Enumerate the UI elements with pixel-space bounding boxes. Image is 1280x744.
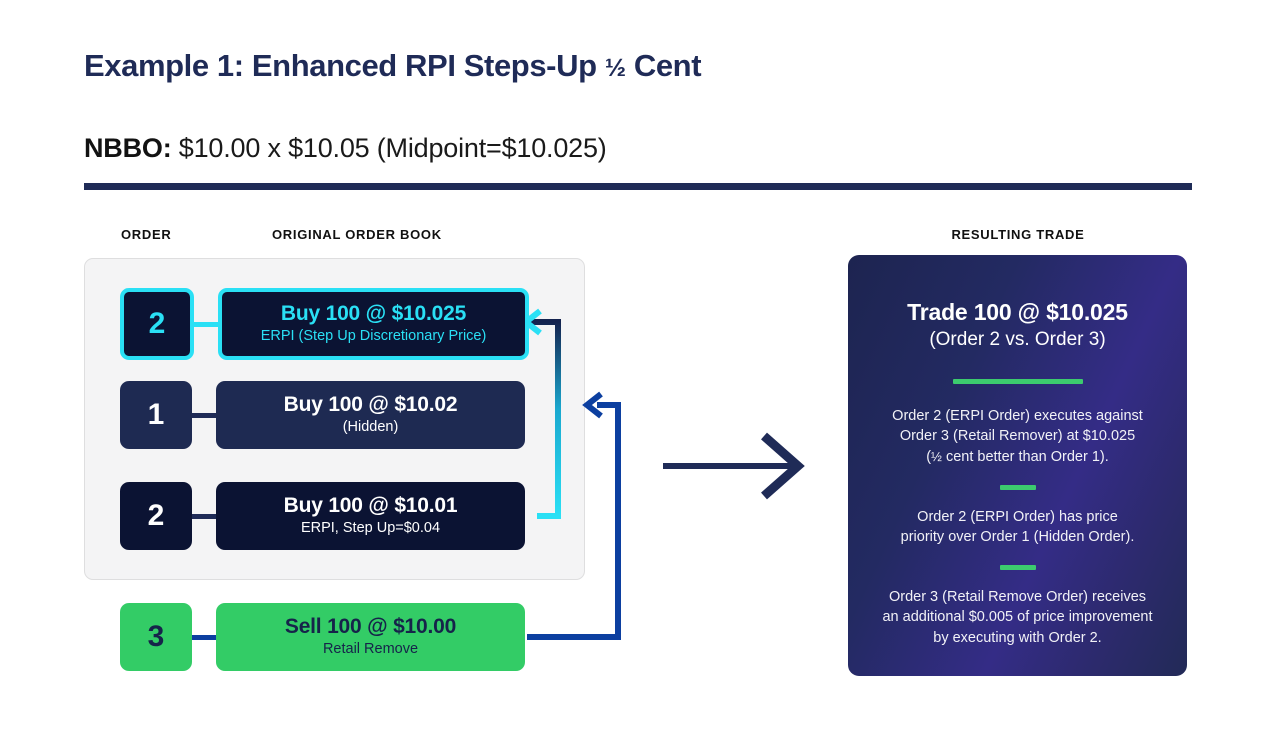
result-divider-2 [999,564,1036,570]
row-connector-stub [192,634,216,640]
column-header-order-book: ORIGINAL ORDER BOOK [272,227,442,242]
column-header-order: ORDER [121,227,172,242]
result-note-1-line-2: Order 3 (Retail Remover) at $10.025 [899,428,1136,445]
result-note-3-line-3: by executing with Order 2. [933,629,1102,646]
trade-subheadline: (Order 2 vs. Order 3) [929,329,1106,351]
nbbo-line: NBBO: $10.00 x $10.05 (Midpoint=$10.025) [84,133,607,164]
result-note-2: Order 2 (ERPI Order) has price priority … [870,507,1165,548]
note-1-prefix: ( [926,448,932,465]
order-detail-box: Buy 100 @ $10.01 ERPI, Step Up=$0.04 [216,482,525,550]
result-note-3-line-2: an additional $0.005 of price improvemen… [882,609,1153,626]
column-header-resulting-trade: RESULTING TRADE [951,227,1085,242]
result-note-3: Order 3 (Retail Remove Order) receives a… [870,587,1165,649]
result-divider-1 [999,484,1036,490]
order-sub-text: Retail Remove [322,641,419,658]
order-number-badge: 3 [120,603,192,671]
result-note-2-line-1: Order 2 (ERPI Order) has price [917,508,1118,525]
order-number-badge: 2 [120,288,194,360]
order-main-text: Buy 100 @ $10.02 [283,392,458,416]
result-note-1-line-3: (½ cent better than Order 1). [870,447,1165,468]
order-detail-box: Sell 100 @ $10.00 Retail Remove [216,603,525,671]
resulting-trade-panel: Trade 100 @ $10.025 (Order 2 vs. Order 3… [848,255,1187,676]
page-title: Example 1: Enhanced RPI Steps-Up ½ Cent [84,48,702,84]
order-detail-box: Buy 100 @ $10.02 (Hidden) [216,381,525,449]
row-connector-stub [192,513,216,519]
row-connector-stub [194,321,218,327]
page-title-suffix: Cent [625,48,702,83]
note-1-fraction: ½ [931,448,942,464]
note-1-suffix: cent better than Order 1). [941,448,1109,465]
order-main-text: Buy 100 @ $10.01 [283,493,458,517]
order-main-text: Buy 100 @ $10.025 [280,301,467,325]
order-detail-box: Buy 100 @ $10.025 ERPI (Step Up Discreti… [218,288,529,360]
result-note-2-line-2: priority over Order 1 (Hidden Order). [900,529,1135,546]
nbbo-value: $10.00 x $10.05 (Midpoint=$10.025) [171,133,607,163]
order-main-text: Sell 100 @ $10.00 [284,614,457,638]
result-note-3-line-1: Order 3 (Retail Remove Order) receives [888,588,1147,605]
order-number-badge: 1 [120,381,192,449]
trade-headline: Trade 100 @ $10.025 [907,299,1128,325]
header-divider [84,183,1192,190]
result-note-1-line-1: Order 2 (ERPI Order) executes against [892,407,1143,424]
order-sub-text: ERPI (Step Up Discretionary Price) [260,328,487,345]
order-sub-text: (Hidden) [342,419,399,436]
nbbo-label: NBBO: [84,133,172,163]
order-row-erpi-base[interactable]: 2 Buy 100 @ $10.01 ERPI, Step Up=$0.04 [120,482,525,550]
page-title-fraction: ½ [604,54,626,82]
row-connector-stub [192,412,216,418]
order-row-erpi-step-up[interactable]: 2 Buy 100 @ $10.025 ERPI (Step Up Discre… [120,288,529,360]
order-number-badge: 2 [120,482,192,550]
page-title-prefix: Example 1: Enhanced RPI Steps-Up [84,48,605,83]
order-sub-text: ERPI, Step Up=$0.04 [300,520,441,537]
order-row-retail-remove[interactable]: 3 Sell 100 @ $10.00 Retail Remove [120,603,525,671]
result-note-1: Order 2 (ERPI Order) executes against Or… [870,406,1165,468]
order-row-hidden[interactable]: 1 Buy 100 @ $10.02 (Hidden) [120,381,525,449]
result-divider-main [952,378,1083,384]
flow-arrow-right-icon [663,432,805,500]
